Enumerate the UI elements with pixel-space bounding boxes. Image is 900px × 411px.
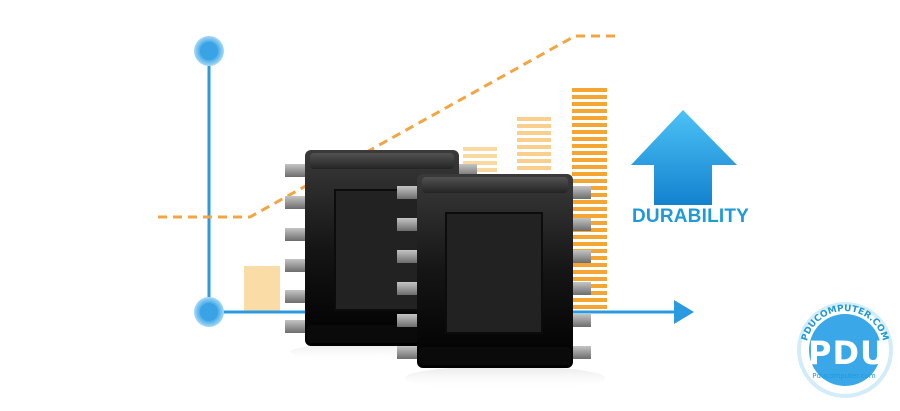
chip-pin <box>569 346 591 359</box>
chip-pin <box>285 228 307 241</box>
durability-label: DURABILITY <box>632 206 750 227</box>
chip-pin <box>285 259 307 272</box>
chart-axes <box>194 36 694 327</box>
chip-pin <box>397 346 419 359</box>
chip-pin <box>569 282 591 295</box>
microchip-icon <box>397 174 591 368</box>
bar-3 <box>517 117 551 170</box>
chip-pin <box>397 186 419 199</box>
chip-pin <box>285 196 307 209</box>
chip-pin <box>455 164 477 177</box>
chip-pin <box>569 314 591 327</box>
chip-pin <box>285 164 307 177</box>
right-arrow-icon <box>674 300 694 324</box>
bar-1 <box>244 266 280 312</box>
chip-pin <box>285 320 307 333</box>
chip-pin <box>569 250 591 263</box>
chip-pin <box>397 314 419 327</box>
chip-pin <box>397 218 419 231</box>
chip-pin <box>569 186 591 199</box>
trend-line <box>158 34 617 219</box>
chip-pin <box>285 290 307 303</box>
chip-pin <box>397 282 419 295</box>
watermark-url: Pducomputer.com <box>812 372 876 380</box>
bar-2 <box>463 147 497 172</box>
up-arrow-icon <box>631 110 737 205</box>
chip-pin <box>569 218 591 231</box>
watermark-logo-text: PDU <box>808 334 887 372</box>
chip-pin <box>397 250 419 263</box>
